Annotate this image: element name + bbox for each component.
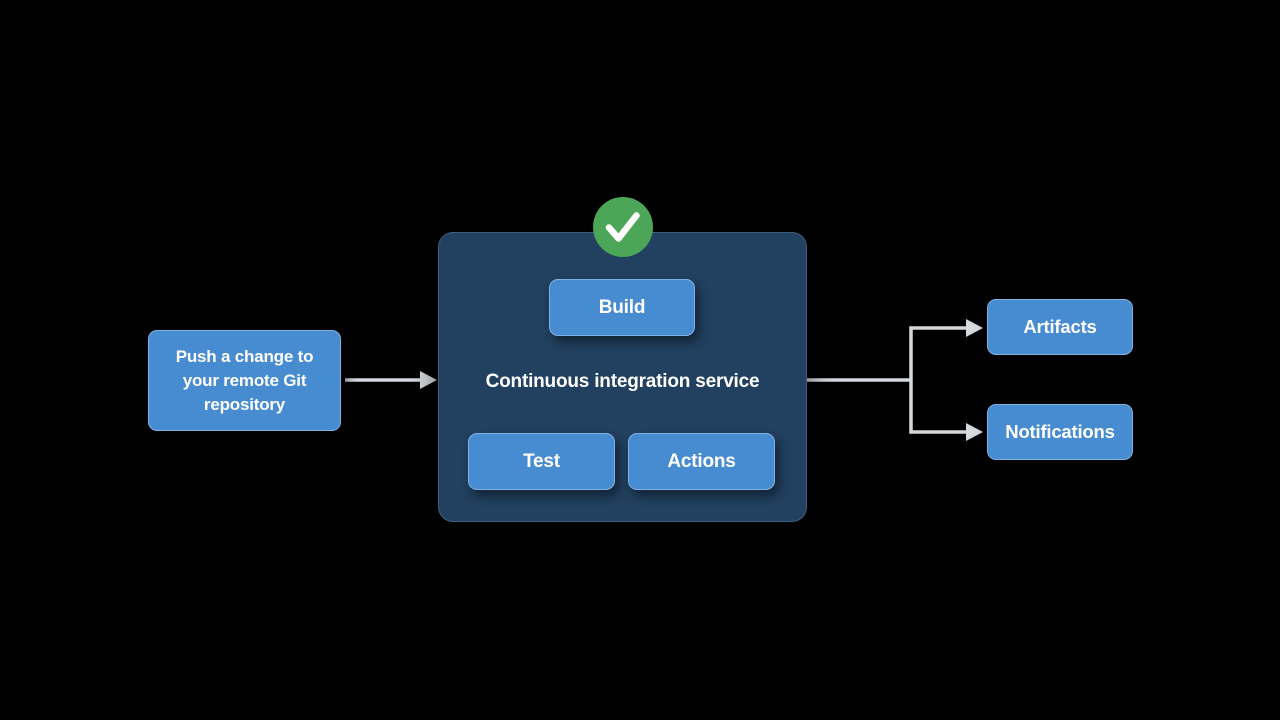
node-git-push-label: Push a change to your remote Git reposit… [175, 346, 314, 414]
success-badge [593, 197, 653, 257]
node-artifacts: Artifacts [987, 299, 1133, 355]
test-label: Test [523, 450, 560, 472]
connector-ci-to-outputs [807, 319, 983, 441]
node-notifications: Notifications [987, 404, 1133, 460]
arrowhead-icon [420, 371, 437, 389]
checkmark-icon [605, 212, 640, 242]
build-label: Build [598, 296, 646, 318]
arrowhead-icon [966, 319, 983, 337]
artifacts-label: Artifacts [1023, 316, 1097, 337]
ci-service-title: Continuous integration service [485, 371, 760, 392]
arrow-git-to-ci [345, 371, 437, 389]
arrowhead-icon [966, 423, 983, 441]
node-git-push: Push a change to your remote Git reposit… [148, 330, 341, 431]
actions-label: Actions [667, 450, 736, 472]
notifications-label: Notifications [1005, 421, 1115, 442]
node-test-stage: Test [468, 433, 615, 490]
node-build-stage: Build [549, 279, 695, 336]
node-actions-stage: Actions [628, 433, 775, 490]
